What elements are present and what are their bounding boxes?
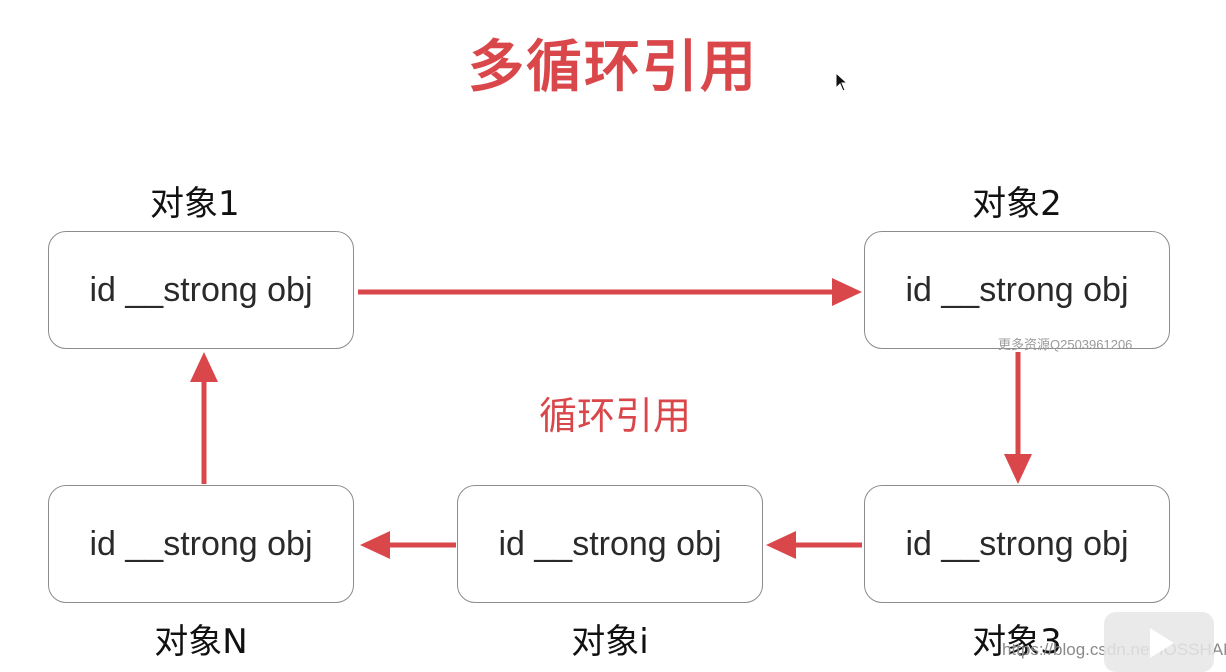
node-object-2: id __strong obj [864, 231, 1170, 349]
play-icon[interactable] [1104, 600, 1214, 672]
node-content: id __strong obj [905, 524, 1129, 563]
node-object-n: id __strong obj [48, 485, 354, 603]
node-label-3: 对象3 [972, 622, 1062, 662]
edge-n-to-1 [190, 352, 218, 484]
edge-2-to-3 [1004, 352, 1032, 484]
node-object-3: id __strong obj [864, 485, 1170, 603]
edge-3-to-i [766, 531, 862, 559]
cycle-label: 循环引用 [538, 394, 691, 438]
edge-i-to-n [360, 531, 456, 559]
diagram-title: 多循环引用 [468, 35, 758, 100]
node-content: id __strong obj [905, 270, 1129, 309]
node-object-i: id __strong obj [457, 485, 763, 603]
node-content: id __strong obj [498, 524, 722, 563]
node-label-1: 对象1 [150, 184, 240, 224]
mouse-cursor-icon [835, 72, 849, 92]
watermark-text: 更多资源Q2503961206 [998, 337, 1133, 352]
node-label-i: 对象i [571, 622, 649, 662]
node-label-n: 对象N [154, 622, 248, 662]
node-content: id __strong obj [89, 270, 313, 309]
node-content: id __strong obj [89, 524, 313, 563]
node-object-1: id __strong obj [48, 231, 354, 349]
node-label-2: 对象2 [972, 184, 1062, 224]
edge-1-to-2 [358, 278, 862, 306]
